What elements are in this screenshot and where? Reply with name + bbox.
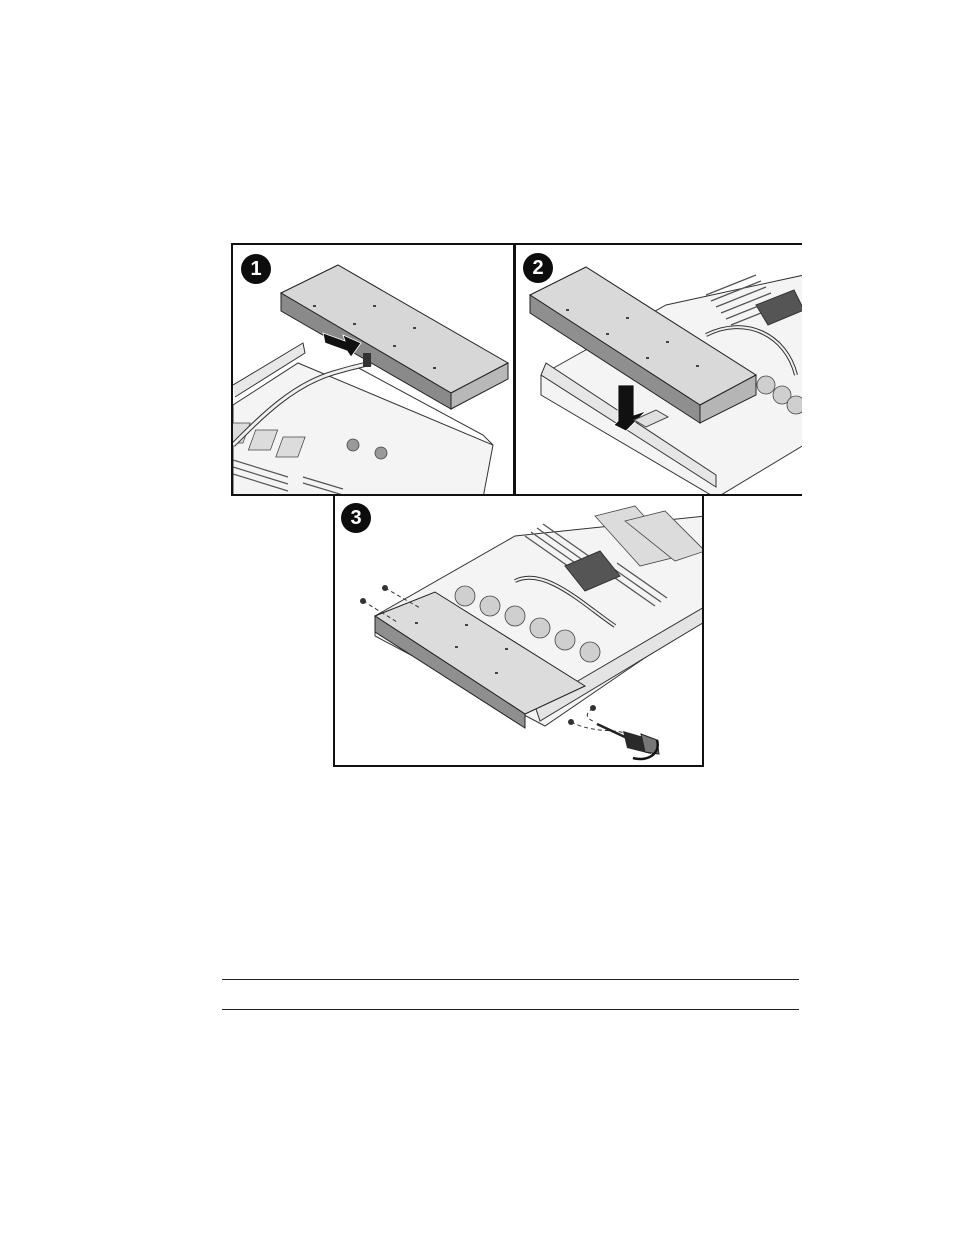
- bottom-rule: [222, 1009, 799, 1010]
- connector: [363, 353, 371, 367]
- step-1-badge: 1: [241, 254, 271, 284]
- step-2-illustration: [516, 245, 802, 496]
- step-1-illustration: [233, 245, 515, 496]
- screwdriver-icon: [597, 724, 659, 754]
- step-3-panel: 3: [333, 494, 704, 767]
- step-2-badge: 2: [523, 253, 553, 283]
- step-2-panel: 2: [514, 243, 802, 496]
- top-rule: [222, 979, 799, 980]
- step-3-badge: 3: [341, 503, 371, 533]
- step-3-illustration: [335, 496, 704, 767]
- step-1-panel: 1: [231, 243, 515, 496]
